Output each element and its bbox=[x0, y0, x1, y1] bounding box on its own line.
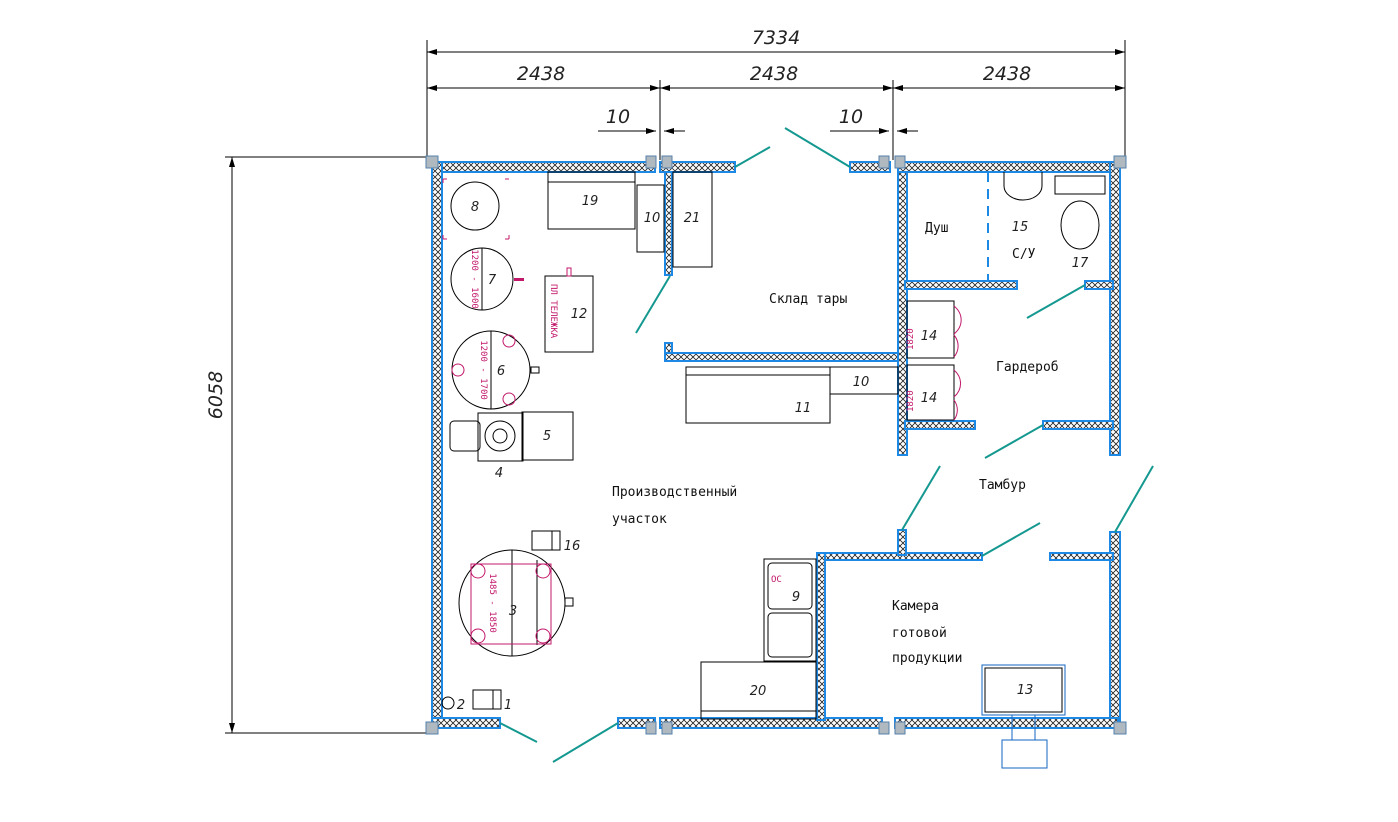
room-shower: Душ bbox=[925, 221, 949, 236]
equipment-16-label: 16 bbox=[564, 539, 581, 554]
dim-segment-1: 2438 bbox=[517, 63, 565, 85]
equipment-3-label: 3 bbox=[509, 604, 517, 619]
equipment-6-label: 6 bbox=[497, 364, 505, 379]
equipment: 8 1200 - 1600 7 1200 - 1700 6 5 4 ПЛ ТЕЛ… bbox=[441, 171, 1106, 769]
locker-b-height: 1820 bbox=[906, 390, 916, 412]
equipment-9-label: 9 bbox=[792, 590, 800, 605]
equipment-12-note: ПЛ ТЕЛЕЖКА bbox=[548, 284, 558, 339]
equipment-7-range: 1200 - 1600 bbox=[469, 249, 479, 309]
equipment-13-label: 13 bbox=[1017, 683, 1034, 698]
equipment-17-label: 17 bbox=[1072, 256, 1089, 271]
equipment-2-label: 2 bbox=[457, 698, 465, 713]
equipment-20-label: 20 bbox=[750, 684, 767, 699]
equipment-5-label: 5 bbox=[543, 429, 551, 444]
equipment-6-range: 1200 - 1700 bbox=[478, 340, 488, 400]
walls bbox=[425, 155, 1127, 735]
equipment-10b-label: 10 bbox=[853, 375, 870, 390]
equipment-12-label: 12 bbox=[571, 307, 588, 322]
room-production-line1: Производственный bbox=[612, 485, 737, 500]
equipment-14a-label: 14 bbox=[921, 329, 938, 344]
equipment-11-label: 11 bbox=[795, 401, 812, 416]
equipment-19-label: 19 bbox=[582, 194, 599, 209]
dimensions: 7334 2438 2438 2438 10 10 6058 bbox=[205, 27, 1126, 734]
equipment-3-range: 1485 - 1850 bbox=[487, 573, 497, 633]
doors bbox=[499, 127, 1154, 763]
dim-height: 6058 bbox=[205, 371, 227, 419]
sink-mark: ОС bbox=[771, 575, 782, 585]
equipment-8-label: 8 bbox=[471, 200, 479, 215]
room-wardrobe: Гардероб bbox=[996, 360, 1059, 375]
room-finished-line1: Камера bbox=[892, 599, 939, 614]
dim-gap-2: 10 bbox=[839, 106, 863, 128]
equipment-21-label: 21 bbox=[684, 211, 701, 226]
equipment-1-label: 1 bbox=[504, 698, 512, 713]
dim-segment-2: 2438 bbox=[750, 63, 798, 85]
room-finished-line2: готовой bbox=[892, 626, 947, 641]
dim-total-width: 7334 bbox=[752, 27, 800, 49]
room-labels: Производственный участок Склад тары Душ … bbox=[612, 221, 1059, 666]
equipment-14b-label: 14 bbox=[921, 391, 938, 406]
room-wc: С/У bbox=[1012, 247, 1036, 262]
room-production-line2: участок bbox=[612, 512, 667, 527]
equipment-10a-label: 10 bbox=[644, 211, 661, 226]
equipment-15-label: 15 bbox=[1012, 220, 1029, 235]
equipment-7-label: 7 bbox=[488, 273, 497, 288]
equipment-4-label: 4 bbox=[495, 466, 503, 481]
room-tare-storage: Склад тары bbox=[769, 292, 847, 307]
dim-segment-3: 2438 bbox=[983, 63, 1031, 85]
dim-gap-1: 10 bbox=[606, 106, 630, 128]
room-finished-line3: продукции bbox=[892, 651, 962, 666]
room-vestibule: Тамбур bbox=[979, 478, 1026, 493]
locker-a-height: 1820 bbox=[906, 328, 916, 350]
